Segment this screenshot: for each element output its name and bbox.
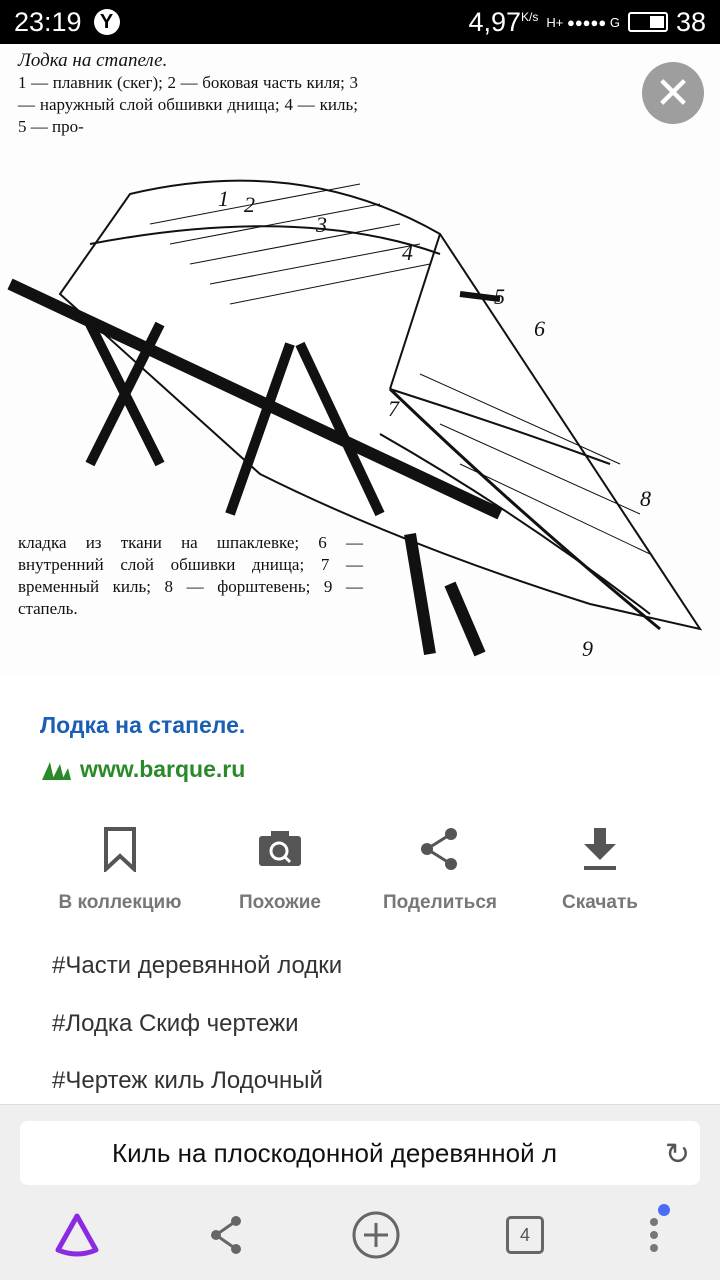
yandex-icon: Y [93, 9, 120, 35]
battery-level: 38 [675, 6, 706, 37]
browser-bar: Киль на плоскодонной деревянной л ↻ 4 [0, 1104, 720, 1280]
signal-icon: H+ ●●●●● G [546, 14, 620, 30]
svg-text:2: 2 [244, 192, 255, 217]
network-speed: 4,97K/s [468, 6, 539, 37]
menu-button[interactable] [648, 1204, 670, 1260]
svg-text:6: 6 [534, 316, 545, 341]
share-button[interactable]: Поделиться [360, 826, 520, 914]
notification-dot [658, 1204, 670, 1216]
reload-icon[interactable]: ↻ [664, 1138, 690, 1171]
svg-text:4: 4 [402, 240, 413, 265]
tag-link[interactable]: #Чертеж киль Лодочный [52, 1067, 323, 1094]
image-info: Лодка на стапеле. www.barque.ru В коллек… [0, 676, 720, 1104]
caption-top: Лодка на стапеле. 1 — плавник (скег); 2 … [18, 50, 358, 136]
add-to-collection-button[interactable]: В коллекцию [40, 826, 200, 914]
new-tab-icon[interactable] [350, 1209, 402, 1261]
alice-assistant-icon[interactable] [52, 1210, 102, 1260]
status-bar: 23:19 Y 4,97K/s H+ ●●●●● G 38 [0, 0, 720, 44]
close-button[interactable]: ✕ [642, 62, 704, 124]
svg-text:8: 8 [640, 486, 651, 511]
share-icon[interactable] [206, 1213, 246, 1257]
svg-text:9: 9 [582, 636, 593, 661]
svg-text:7: 7 [388, 396, 400, 421]
battery-icon [627, 12, 668, 32]
svg-text:3: 3 [315, 212, 327, 237]
download-icon [584, 828, 616, 870]
boat-drawing: 1 2 3 4 5 6 7 8 9 [7, 179, 703, 661]
more-vertical-icon [650, 1218, 658, 1252]
tabs-button[interactable]: 4 [506, 1216, 544, 1254]
address-bar[interactable]: Киль на плоскодонной деревянной л [20, 1121, 700, 1185]
tag-link[interactable]: #Лодка Скиф чертежи [52, 1010, 299, 1037]
bookmark-icon [104, 827, 136, 872]
result-title[interactable]: Лодка на стапеле. [40, 712, 246, 738]
svg-text:5: 5 [494, 284, 505, 309]
share-icon [421, 828, 457, 870]
tag-link[interactable]: #Части деревянной лодки [52, 952, 343, 979]
caption-bottom: кладка из ткани на шпаклевке; 6 — внутре… [18, 532, 363, 620]
svg-text:1: 1 [218, 186, 229, 211]
camera-search-icon [259, 831, 301, 866]
download-button[interactable]: Скачать [520, 826, 680, 914]
boat-image[interactable]: Лодка на стапеле. 1 — плавник (скег); 2 … [0, 44, 720, 676]
clock: 23:19 [14, 6, 82, 37]
result-site[interactable]: www.barque.ru [40, 756, 245, 783]
similar-button[interactable]: Похожие [200, 826, 360, 914]
site-favicon-icon [42, 761, 71, 780]
